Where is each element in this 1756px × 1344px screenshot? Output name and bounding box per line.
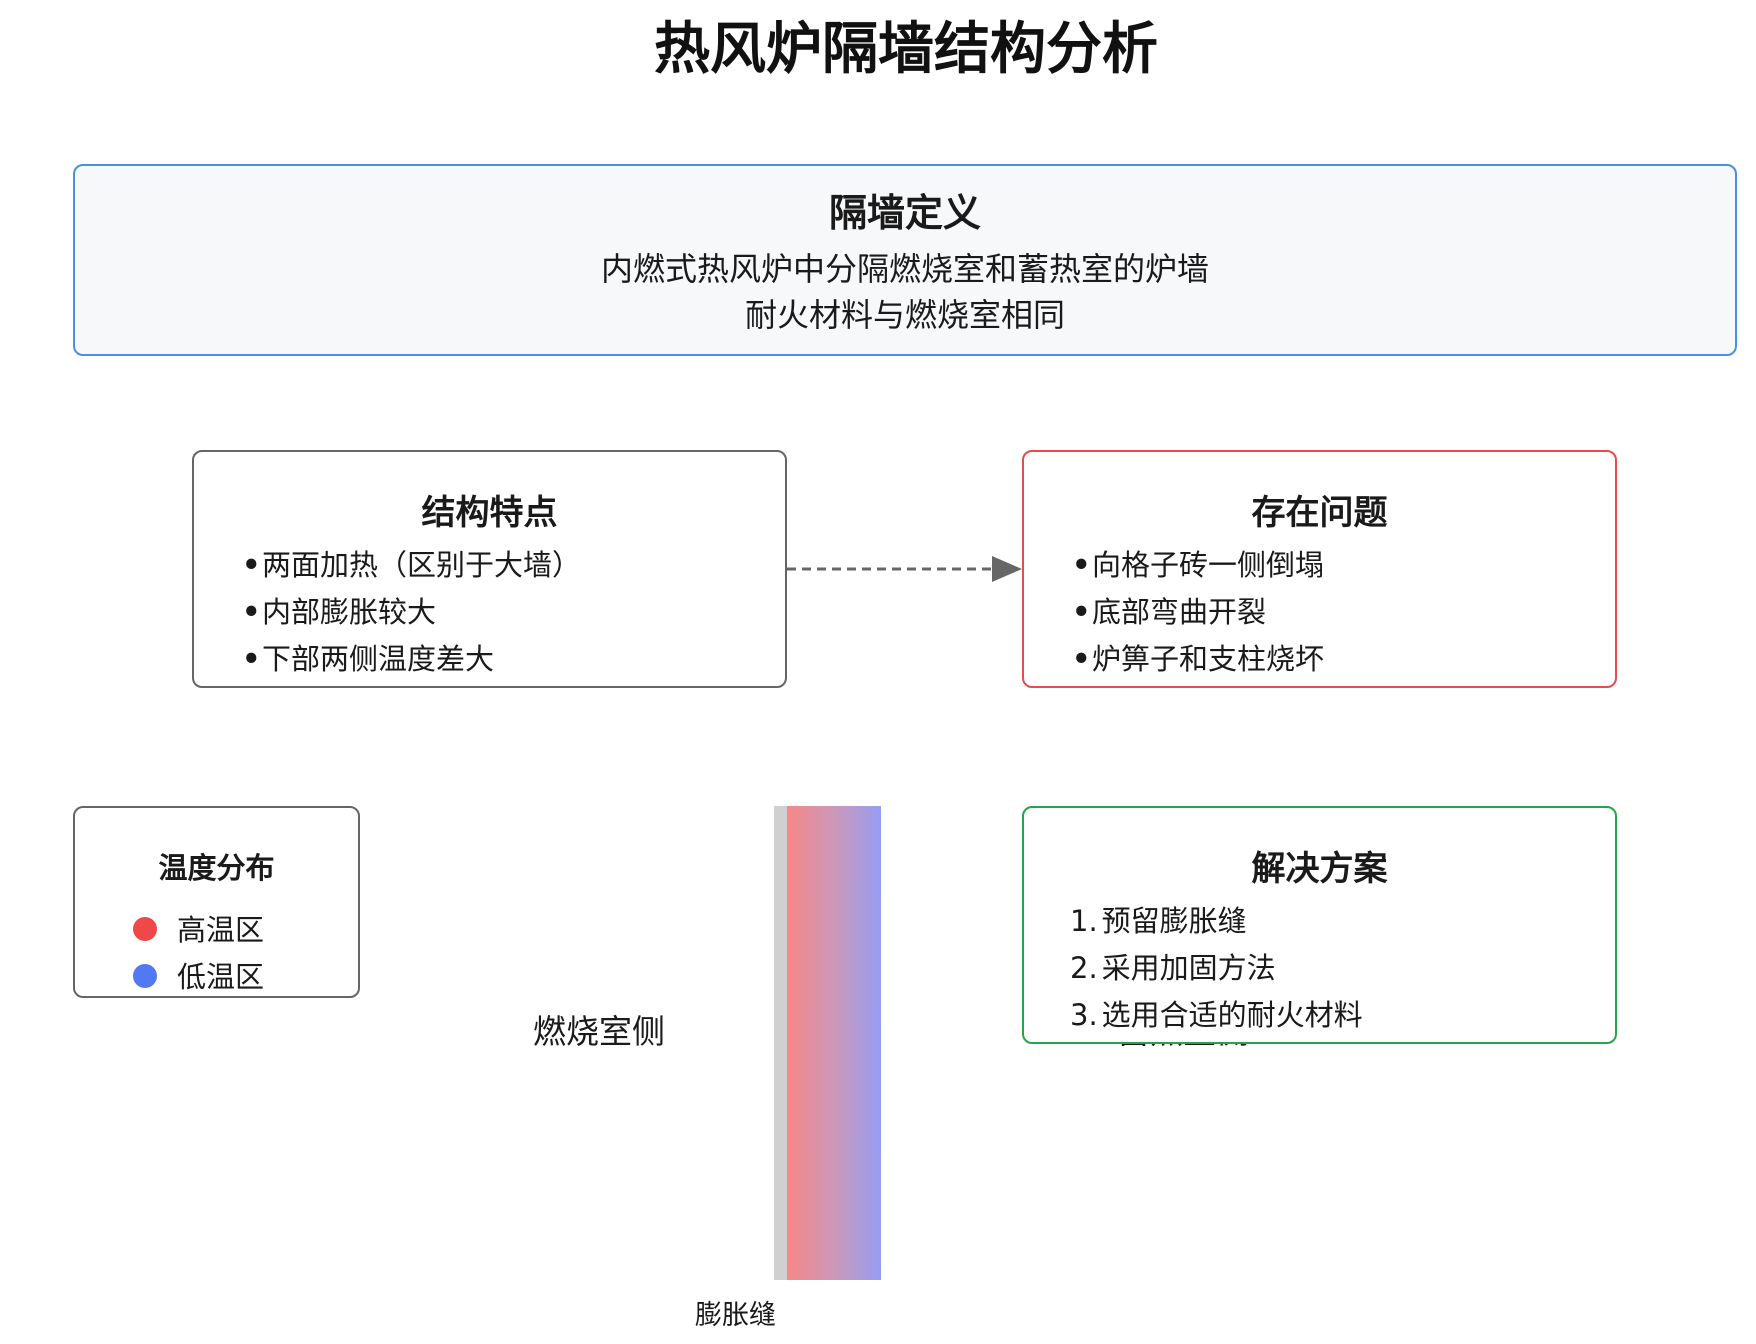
- legend-label: 低温区: [177, 960, 265, 994]
- solutions-item: 1.预留膨胀缝: [1070, 898, 1615, 945]
- legend-item-low: 低温区: [133, 957, 264, 997]
- problems-item-text: 底部弯曲开裂: [1092, 595, 1267, 629]
- solutions-item: 2.采用加固方法: [1070, 945, 1615, 992]
- problems-list: •向格子砖一侧倒塌 •底部弯曲开裂 •炉箅子和支柱烧坏: [1024, 542, 1615, 683]
- problems-box: 存在问题 •向格子砖一侧倒塌 •底部弯曲开裂 •炉箅子和支柱烧坏: [1022, 450, 1617, 688]
- features-item: •下部两侧温度差大: [242, 636, 785, 683]
- features-list: •两面加热（区别于大墙） •内部膨胀较大 •下部两侧温度差大: [194, 542, 785, 683]
- features-item-text: 下部两侧温度差大: [262, 642, 495, 676]
- bullet-marker: •: [242, 595, 261, 629]
- legend-item-high: 高温区: [133, 910, 264, 950]
- solutions-title: 解决方案: [1251, 849, 1388, 889]
- expansion-joint-label: 膨胀缝: [695, 1300, 776, 1331]
- problems-item-text: 向格子砖一侧倒塌: [1092, 548, 1325, 582]
- low-temp-dot-icon: [133, 964, 157, 988]
- legend-label: 高温区: [177, 913, 265, 947]
- features-item: •内部膨胀较大: [242, 589, 785, 636]
- bullet-marker: •: [1072, 642, 1091, 676]
- bullet-marker: •: [1072, 595, 1091, 629]
- high-temp-dot-icon: [133, 917, 157, 941]
- page-title: 热风炉隔墙结构分析: [654, 17, 1158, 82]
- solutions-item-text: 采用加固方法: [1101, 951, 1276, 985]
- temperature-legend: 温度分布 高温区 低温区: [73, 806, 360, 998]
- solutions-item-number: 2.: [1070, 951, 1098, 985]
- solutions-item-text: 预留膨胀缝: [1101, 904, 1247, 938]
- solutions-item-number: 3.: [1070, 998, 1098, 1032]
- problems-item: •底部弯曲开裂: [1072, 589, 1615, 636]
- features-item-text: 两面加热（区别于大墙）: [262, 548, 582, 582]
- problems-title: 存在问题: [1251, 493, 1388, 533]
- bullet-marker: •: [1072, 548, 1091, 582]
- definition-box: 隔墙定义 内燃式热风炉中分隔燃烧室和蓄热室的炉墙 耐火材料与燃烧室相同: [73, 164, 1737, 356]
- definition-line: 耐火材料与燃烧室相同: [744, 296, 1065, 334]
- definition-line: 内燃式热风炉中分隔燃烧室和蓄热室的炉墙: [600, 250, 1209, 288]
- solutions-item-text: 选用合适的耐火材料: [1101, 998, 1363, 1032]
- features-item: •两面加热（区别于大墙）: [242, 542, 785, 589]
- problems-item: •向格子砖一侧倒塌: [1072, 542, 1615, 589]
- solutions-item-number: 1.: [1070, 904, 1098, 938]
- definition-title: 隔墙定义: [828, 191, 981, 235]
- arrow-head-icon: [992, 556, 1022, 582]
- bullet-marker: •: [242, 642, 261, 676]
- partition-wall: [787, 806, 881, 1280]
- legend-title: 温度分布: [158, 851, 275, 885]
- features-item-text: 内部膨胀较大: [262, 595, 437, 629]
- solutions-box: 解决方案 1.预留膨胀缝 2.采用加固方法 3.选用合适的耐火材料: [1022, 806, 1617, 1044]
- problems-item: •炉箅子和支柱烧坏: [1072, 636, 1615, 683]
- bullet-marker: •: [242, 548, 261, 582]
- solutions-list: 1.预留膨胀缝 2.采用加固方法 3.选用合适的耐火材料: [1024, 898, 1615, 1039]
- expansion-joint-strip: [774, 806, 787, 1280]
- features-title: 结构特点: [421, 493, 558, 533]
- features-box: 结构特点 •两面加热（区别于大墙） •内部膨胀较大 •下部两侧温度差大: [192, 450, 787, 688]
- combustion-chamber-side-label: 燃烧室侧: [533, 1012, 665, 1051]
- solutions-item: 3.选用合适的耐火材料: [1070, 992, 1615, 1039]
- problems-item-text: 炉箅子和支柱烧坏: [1092, 642, 1325, 676]
